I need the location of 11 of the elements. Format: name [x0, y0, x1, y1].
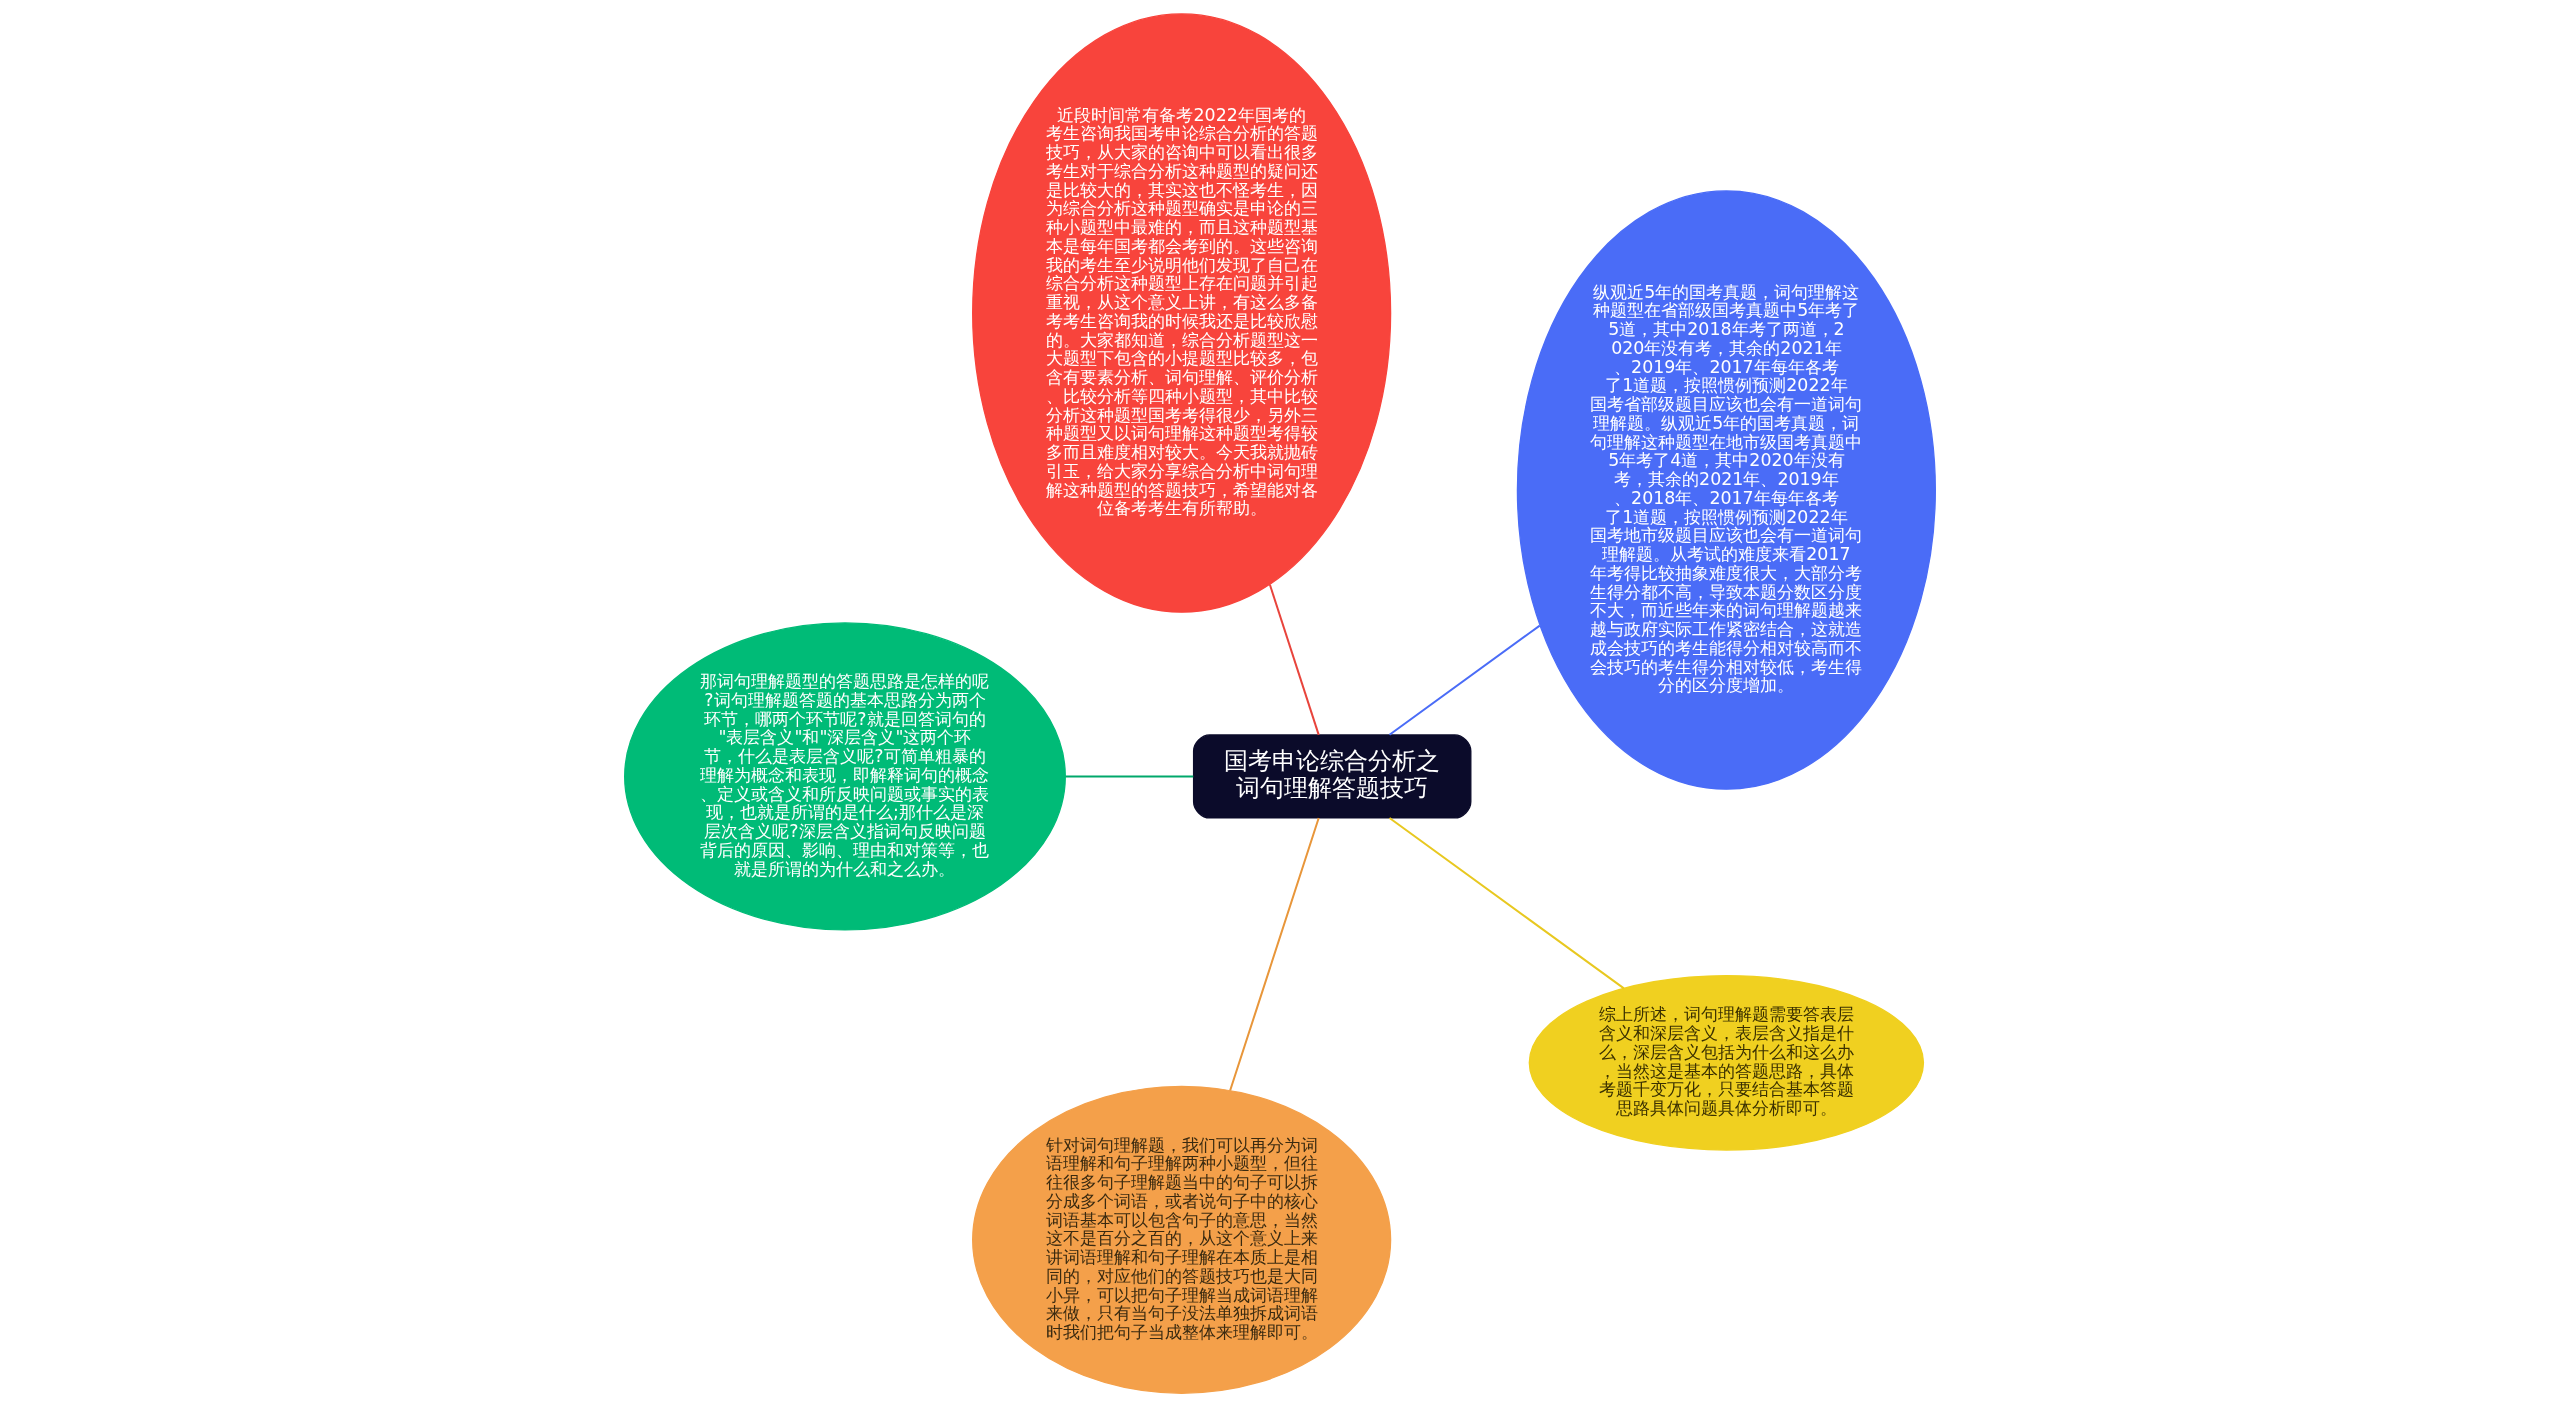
node-ellipse: 纵观近5年的国考真题，词句理解这种题型在省部级国考真题中5年考了5道，其中2018年考了两道，2020年没有考，其余的2021年、2019年、2017年每年各考了1道题，按照惯例预测2022年国考省部级题目应该也会有一道词句理解题。纵观近5年的国考真题，词句理解这种题型在地市级国考真题中5年考了4道，其中2020年没有考，其余的2021年、2019年、2018年、2017年每年各考了1道题，按照惯例预测2022年国考地市级题目应该也会有一道词句理解题。从考试的难度来看2017年考得比较抽象难度很大，大部分考生得分都不高，导致本题分数区分度不大，而近些年来的词句理解题越来越与政府实际工作紧密结合，这就造成会技巧的考生能得分相对较高而不会技巧的考生得分相对较低，考生得分的区分度增加。 — [1516, 190, 1936, 790]
node-ellipse: 那词句理解题型的答题思路是怎样的呢?词句理解题答题的基本思路分为两个环节，哪两个环节呢?就是回答词句的"表层含义"和"深层含义"这两个环节，什么是表层含义呢?可简单粗暴的理解为概念和表现，即解释词句的概念、定义或含义和所反映问题或事实的表现，也就是所谓的是什么;那什么是深层次含义呢?深层含义指词句反映问题背后的原因、影响、理由和对策等，也就是所谓的为什么和之么办。 — [624, 622, 1066, 931]
node-ellipse: 针对词句理解题，我们可以再分为词语理解和句子理解两种小题型，但往往很多句子理解题当中的句子可以拆分成多个词语，或者说句子中的核心词语基本可以包含句子的意思，当然这不是百分之百的，从这个意义上来讲词语理解和句子理解在本质上是相同的，对应他们的答题技巧也是大同小异，可以把句子理解当成词语理解来做，只有当句子没法单独拆成词语时我们把句子当成整体来理解即可。 — [972, 1085, 1392, 1394]
connector — [1388, 817, 1625, 990]
connector — [1065, 775, 1194, 778]
node-ellipse: 近段时间常有备考2022年国考的考生咨询我国考申论综合分析的答题技巧，从大家的咨询中可以看出很多考生对于综合分析这种题型的疑问还是比较大的，其实这也不怪考生，因为综合分析这种题型确实是申论的三种小题型中最难的，而且这种题型基本是每年国考都会考到的。这些咨询我的考生至少说明他们发现了自己在综合分析这种题型上存在问题并引起重视，从这个意义上讲，有这么多备考考生咨询我的时候我还是比较欣慰的。大家都知道，综合分析题型这一大题型下包含的小提题型比较多，包含有要素分析、词句理解、评价分析、比较分析等四种小题型，其中比较分析这种题型国考考得很少，另外三种题型又以词句理解这种题型考得较多而且难度相对较大。今天我就抛砖引玉，给大家分享综合分析中词句理解这种题型的答题技巧，希望能对各位备考考生有所帮助。 — [972, 13, 1392, 613]
connector — [1229, 817, 1320, 1091]
node-ellipse: 综上所述，词句理解题需要答表层含义和深层含义，表层含义指是什么，深层含义包括为什么和这么办，当然这是基本的答题思路，具体考题千变万化，只要结合基本答题思路具体问题具体分析即可。 — [1528, 974, 1925, 1151]
node-box: 国考申论综合分析之词句理解答题技巧 — [1192, 734, 1472, 819]
connector — [1268, 584, 1320, 736]
connector — [1388, 624, 1541, 736]
